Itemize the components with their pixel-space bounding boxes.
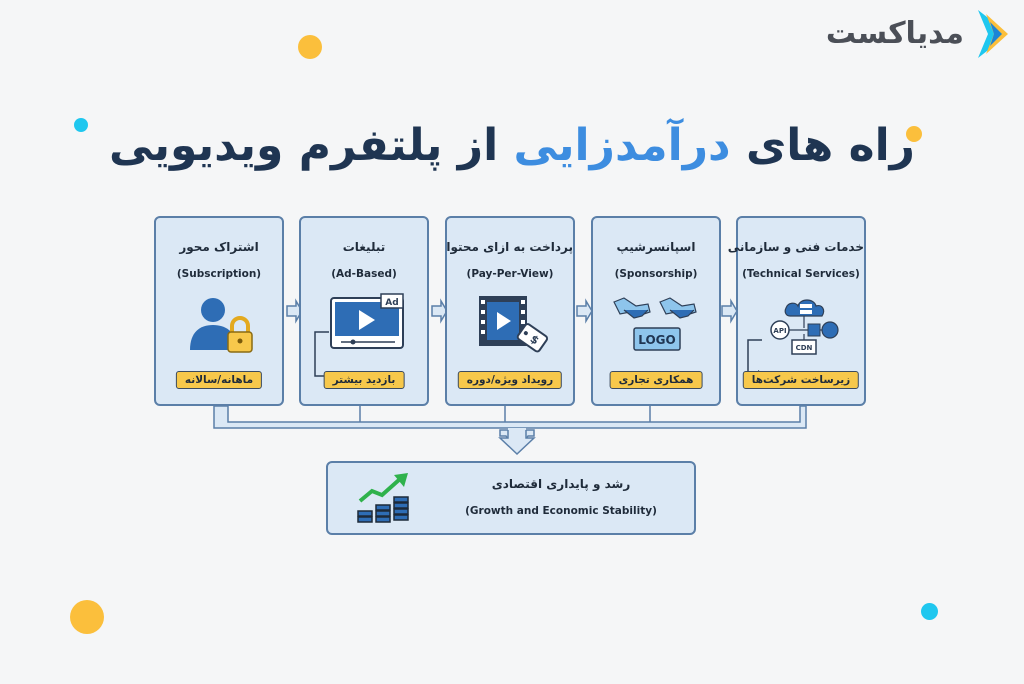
card-title-fa: اسپانسرشیپ (616, 240, 696, 254)
brand-name: مدیاکست (825, 16, 964, 51)
video-ad-player-icon: Ad (330, 293, 404, 349)
card-badge: همکاری تجاری (609, 371, 703, 389)
card-badge: زیرساخت شرکت‌ها (742, 371, 860, 389)
decor-dot-cyan (921, 603, 938, 620)
title-part-1: راه های (745, 120, 916, 171)
card-title-en: (Ad-Based) (331, 268, 397, 280)
title-part-2: از پلتفرم ویدیویی (108, 120, 499, 171)
card-badge: ماهانه/سالانه (175, 371, 263, 389)
card-title-fa: پرداخت به ازای محتوا (446, 240, 573, 254)
card-badge: بازدید بیشتر (323, 371, 405, 389)
card-title-en: (Pay-Per-View) (466, 268, 554, 280)
decor-dot-cyan (74, 118, 88, 132)
page-title: راه های درآمدزایی از پلتفرم ویدیویی (0, 120, 1024, 171)
decor-dot-yellow (70, 600, 104, 634)
collector-bus (213, 405, 807, 429)
result-box: رشد و پایداری اقتصادی (Growth and Econom… (326, 461, 696, 535)
cdn-label: CDN (796, 344, 813, 352)
card-title-fa: تبلیغات (342, 240, 386, 254)
brand-mark-icon (978, 10, 1008, 58)
result-title-fa: رشد و پایداری اقتصادی (491, 477, 631, 491)
decor-dot-yellow (298, 35, 322, 59)
card-sponsorship[interactable]: اسپانسرشیپ (Sponsorship) LOGO همکاری تجا… (591, 216, 721, 406)
card-badge: رویداد ویژه/دوره (457, 371, 563, 389)
card-title-en: (Sponsorship) (614, 268, 698, 280)
ad-label: Ad (385, 298, 398, 308)
arrow-connector (576, 298, 593, 324)
title-accent: درآمدزایی (513, 120, 731, 171)
card-subscription[interactable]: اشتراک محور (Subscription) ماهانه/سالانه (154, 216, 284, 406)
card-pay-per-view[interactable]: پرداخت به ازای محتوا (Pay-Per-View) $ رو… (445, 216, 575, 406)
cloud-network-icon: API CDN (770, 299, 839, 355)
arrow-connector (721, 298, 738, 324)
api-label: API (773, 327, 786, 335)
arrow-down-to-result (499, 429, 535, 454)
logo-label: LOGO (638, 333, 675, 347)
card-title-en: (Subscription) (176, 268, 262, 280)
card-title-fa: خدمات فنی و سازمانی (727, 240, 864, 254)
film-price-tag-icon: $ (479, 296, 549, 353)
growth-coins-icon (357, 473, 409, 523)
user-lock-icon (190, 298, 253, 353)
decor-dot-yellow (906, 126, 922, 142)
handshake-logo-icon: LOGO (613, 297, 697, 351)
brand-logo[interactable]: مدیاکست (812, 8, 1012, 60)
card-title-en: (Technical Services) (742, 268, 860, 280)
result-title-en: (Growth and Economic Stability) (465, 505, 657, 517)
card-ad-based[interactable]: تبلیغات (Ad-Based) Ad بازدید بیشتر (299, 216, 429, 406)
card-technical-services[interactable]: خدمات فنی و سازمانی (Technical Services)… (727, 216, 866, 406)
card-title-fa: اشتراک محور (179, 240, 259, 254)
